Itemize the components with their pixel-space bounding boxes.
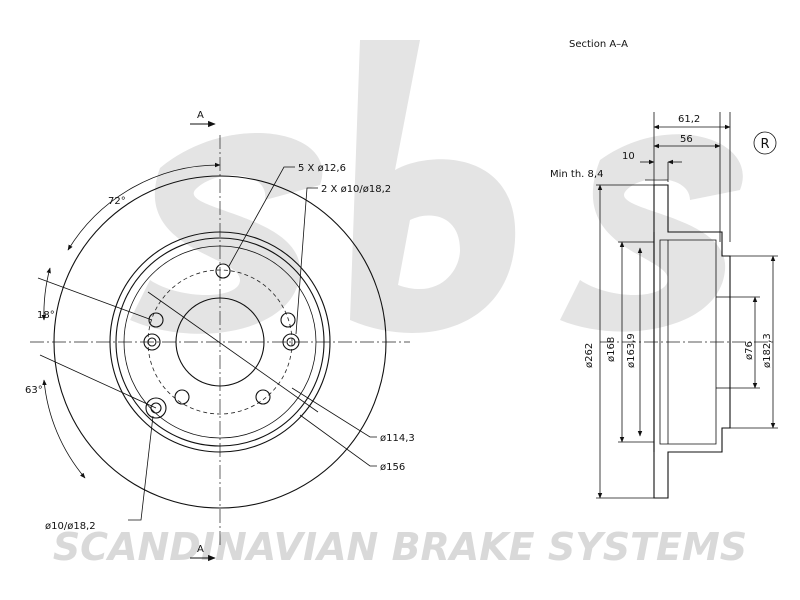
angle-63-label: 63° xyxy=(25,385,43,396)
threaded-hole-outer xyxy=(145,397,167,419)
hat-height-label: 56 xyxy=(680,134,693,145)
sbs-logo-watermark xyxy=(130,40,743,334)
section-marker-bottom-label: A xyxy=(197,544,204,555)
threaded-hole-label: ø10/ø18,2 xyxy=(45,521,96,532)
section-marker-bottom: A xyxy=(190,544,216,562)
angle-72-arc xyxy=(67,162,221,251)
hub-ring-label: ø156 xyxy=(380,462,405,473)
pin-hole-inner xyxy=(147,337,157,347)
disc-thickness-label: 10 xyxy=(622,151,635,162)
pcd-leader xyxy=(291,387,377,438)
pin-holes-leader xyxy=(295,187,318,335)
hat-inner-label: ø163,9 xyxy=(626,333,637,368)
hub-ring-leader xyxy=(299,414,377,467)
hat-outer-label: ø182,3 xyxy=(762,333,773,368)
friction-inner-label: ø168 xyxy=(606,337,617,362)
angle-72-label: 72° xyxy=(108,196,126,207)
front-view: 72° 18° 63° 5 X ø12,6 2 X ø10/ø18,2 ø114… xyxy=(25,135,415,545)
bolt-hole xyxy=(215,263,231,279)
bolt-hole xyxy=(174,389,190,405)
threaded-hole-inner xyxy=(150,402,162,414)
pin-hole-inner xyxy=(286,337,296,347)
pin-hole-outer xyxy=(282,333,300,351)
bolt-hole xyxy=(148,312,164,328)
bolt-holes-leader xyxy=(228,166,295,267)
angle-63-arc xyxy=(42,379,86,479)
bolt-hole xyxy=(255,389,271,405)
angle-18-arc xyxy=(41,267,51,321)
section-marker-top: A xyxy=(190,110,216,128)
outer-diameter-label: ø262 xyxy=(584,343,595,368)
pin-holes-label: 2 X ø10/ø18,2 xyxy=(321,184,391,195)
pcd-label: ø114,3 xyxy=(380,433,415,444)
pin-hole-outer xyxy=(143,333,161,351)
total-height-label: 61,2 xyxy=(678,114,700,125)
diagonal-reference-line xyxy=(147,291,319,413)
bolt-holes-label: 5 X ø12,6 xyxy=(298,163,346,174)
section-title: Section A–A xyxy=(569,39,628,50)
min-thickness-label: Min th. 8,4 xyxy=(550,169,603,180)
center-bore xyxy=(175,297,265,387)
angle-18-label: 18° xyxy=(37,310,55,321)
bolt-hole xyxy=(280,312,296,328)
registered-mark: R xyxy=(753,131,777,155)
section-inner-profile xyxy=(659,239,717,445)
center-bore-label: ø76 xyxy=(744,341,755,360)
registered-mark-text: R xyxy=(760,137,769,152)
threaded-hole-leader xyxy=(128,415,154,521)
section-marker-top-label: A xyxy=(197,110,204,121)
brand-tagline: SCANDINAVIAN BRAKE SYSTEMS xyxy=(53,525,747,569)
section-view: Section A–A 61,2 56 10 Min th. 8,4 ø262 … xyxy=(550,39,778,499)
